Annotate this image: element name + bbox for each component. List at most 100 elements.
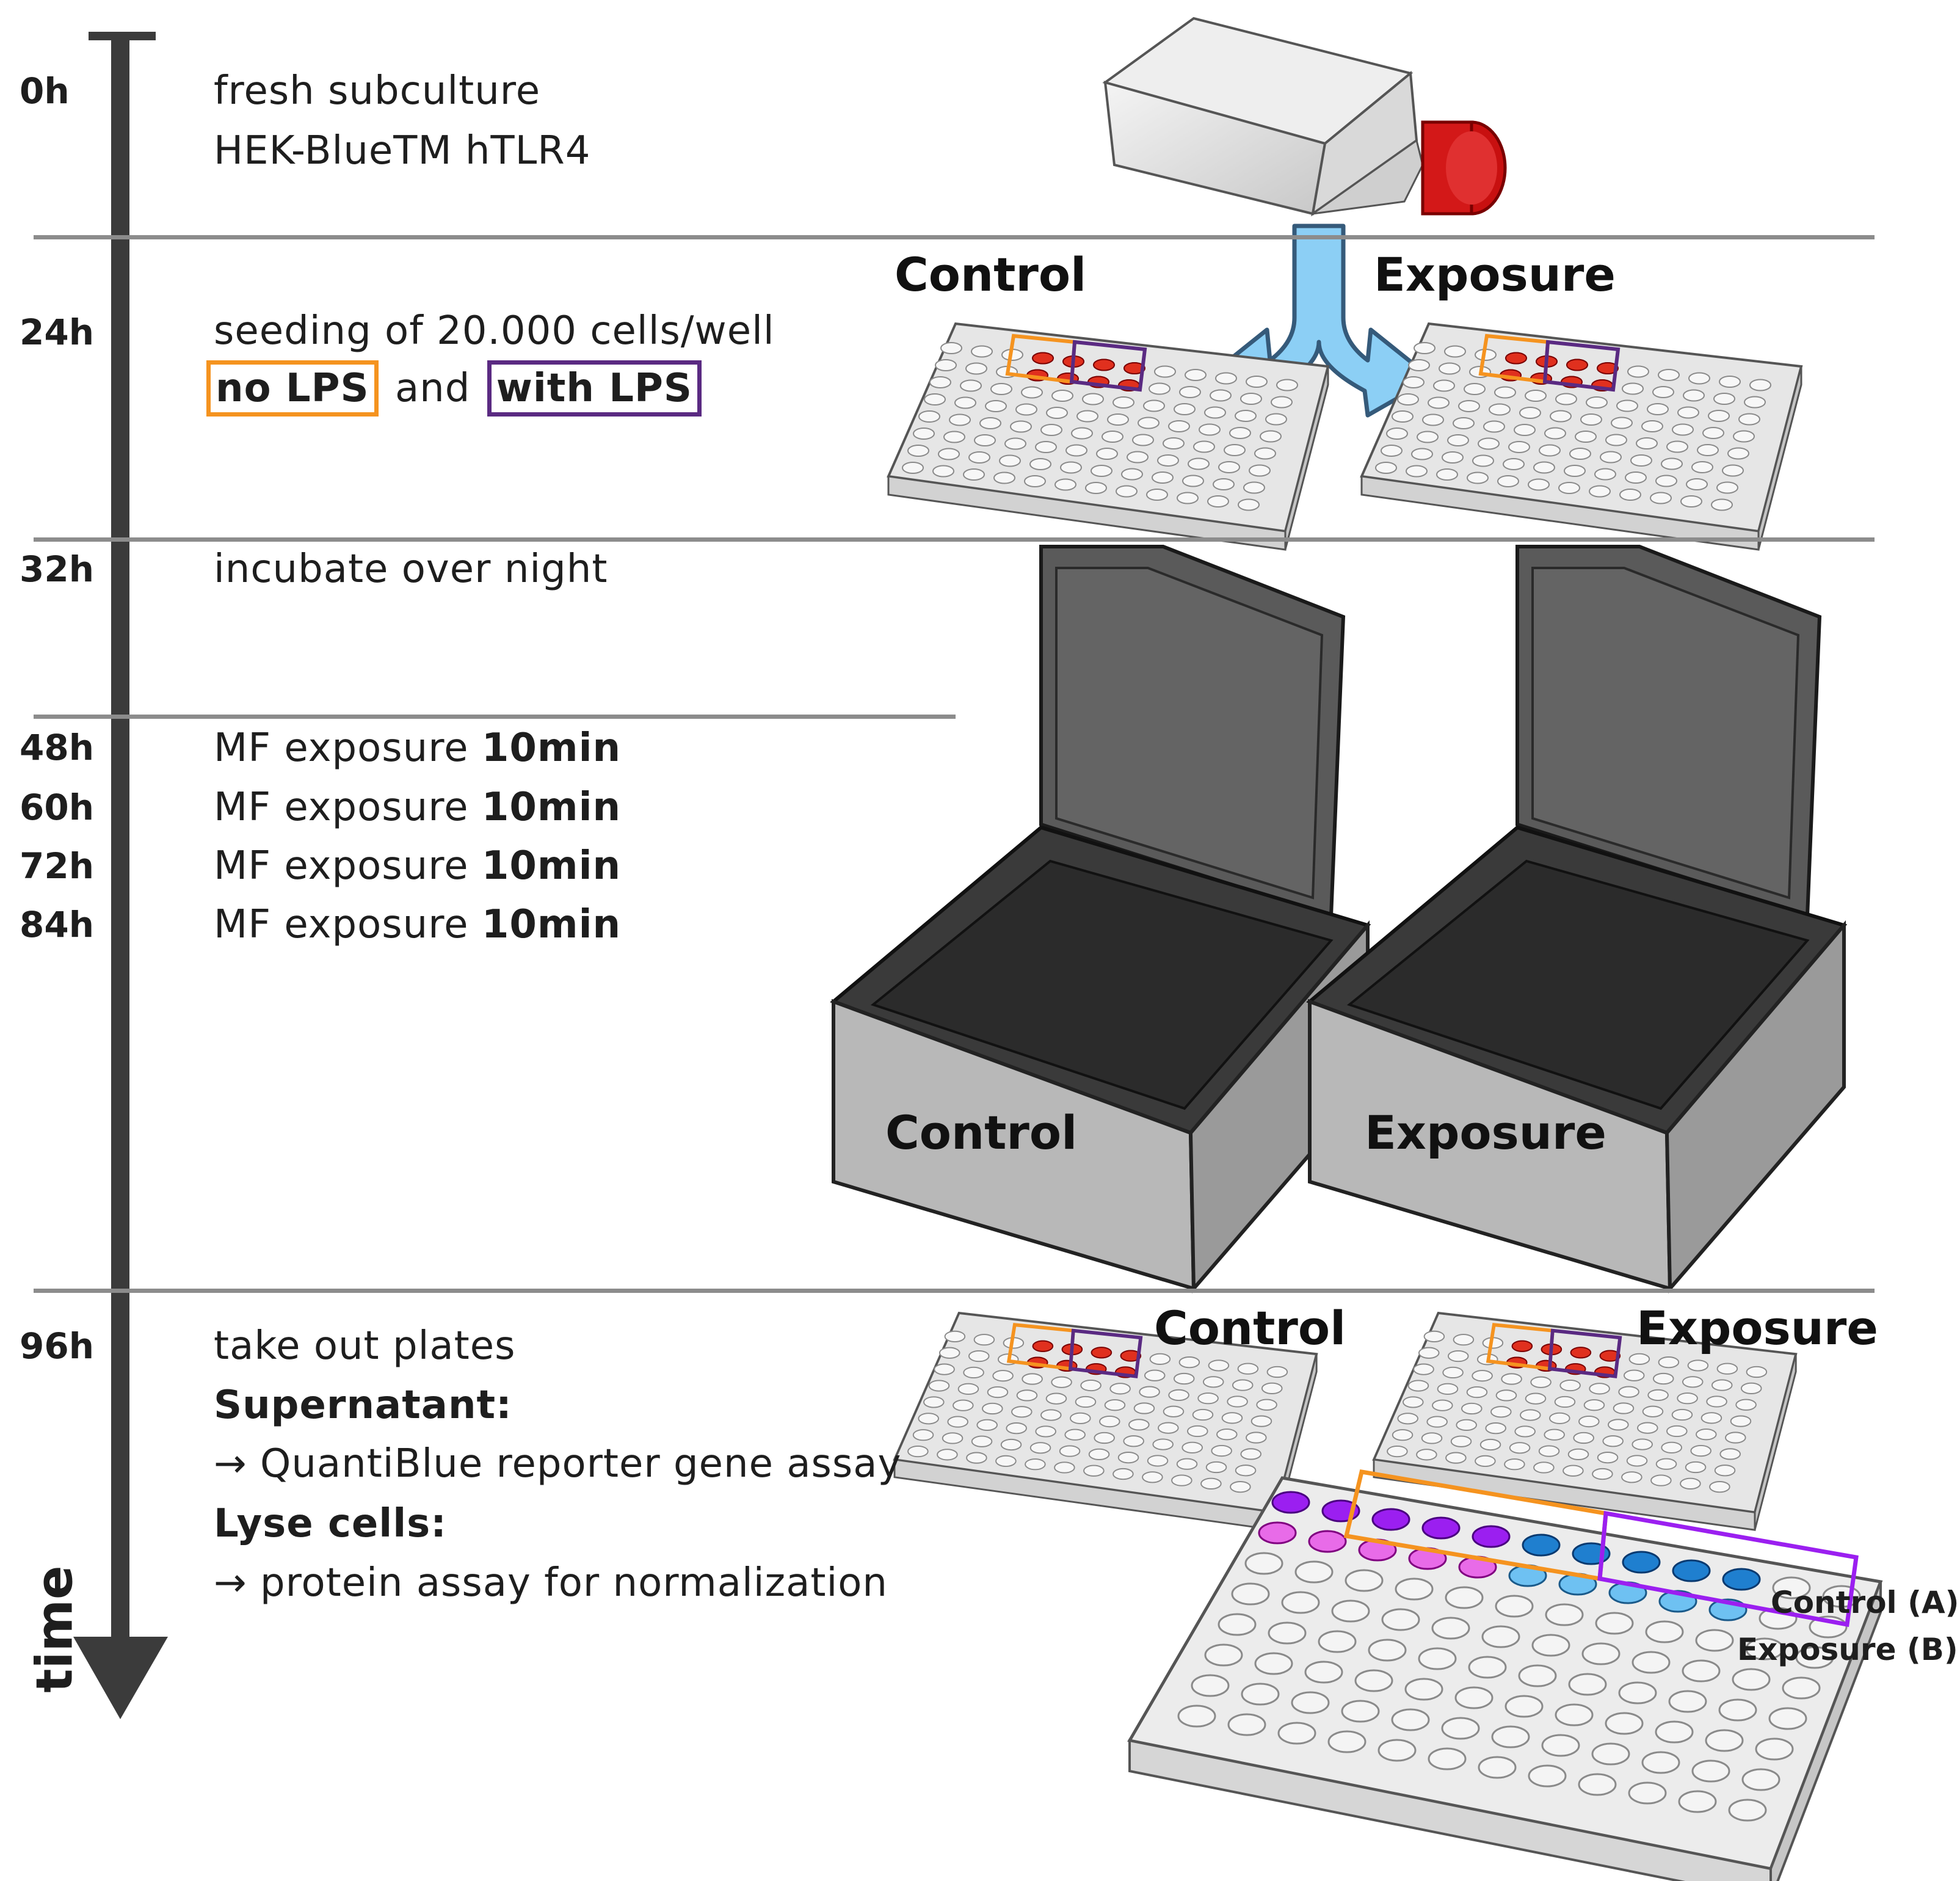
plate-well xyxy=(938,448,960,460)
plate-well xyxy=(1458,400,1480,412)
plate-well xyxy=(1229,427,1251,439)
plate-well xyxy=(1397,1413,1418,1425)
plate-well xyxy=(1727,447,1749,460)
plate-well xyxy=(1658,369,1680,381)
plate-well xyxy=(1240,1448,1261,1460)
step-24h-line2: no LPS and with LPS xyxy=(206,360,702,417)
plate-well xyxy=(928,1380,950,1392)
plate-well xyxy=(1533,1461,1555,1474)
plate-well xyxy=(1755,1737,1794,1761)
plate-well xyxy=(987,1386,1009,1399)
plate-well xyxy=(1158,1422,1179,1434)
plate-well xyxy=(1518,1664,1557,1687)
control-incubator-label: Control xyxy=(885,1105,1078,1160)
plate-well xyxy=(1327,1730,1367,1753)
plate-well xyxy=(1143,399,1165,412)
plate-well xyxy=(1177,492,1199,504)
plate-well xyxy=(1423,1330,1445,1343)
plate-well xyxy=(1436,468,1458,481)
plate-well xyxy=(1224,444,1246,456)
plate-well xyxy=(1705,1729,1744,1752)
plate-well xyxy=(1021,386,1043,399)
plate-well xyxy=(1718,1698,1757,1722)
time-axis-label: time xyxy=(26,1565,84,1693)
plate-well xyxy=(1428,1747,1467,1770)
plate-well xyxy=(932,465,954,478)
plate-well xyxy=(1501,1373,1522,1385)
plate-well xyxy=(1417,431,1439,443)
plate-well xyxy=(1132,434,1154,446)
plate-well xyxy=(1732,1668,1771,1691)
plate-well xyxy=(1181,1441,1203,1454)
plate-well xyxy=(1514,1425,1536,1438)
plate-well xyxy=(1567,1448,1589,1460)
plate-well xyxy=(1520,1409,1541,1421)
plate-well xyxy=(1641,1751,1680,1774)
plate-well xyxy=(1215,372,1237,385)
plate-well xyxy=(1445,1452,1467,1464)
plate-well xyxy=(1772,1576,1811,1599)
plate-well xyxy=(1528,1764,1567,1788)
plate-well xyxy=(1508,441,1530,453)
plate-well xyxy=(1744,396,1766,409)
plate-well xyxy=(1503,458,1525,470)
plate-well xyxy=(1406,465,1428,478)
plate-well xyxy=(1191,1674,1230,1697)
plate-well xyxy=(963,468,985,481)
plate-well xyxy=(1051,1376,1072,1388)
plate-well xyxy=(1719,376,1741,388)
plate-well xyxy=(1608,1419,1629,1431)
plate-well xyxy=(1216,1428,1238,1441)
plate-well xyxy=(1641,420,1663,432)
plate-well xyxy=(1602,1435,1624,1447)
plate-well xyxy=(1397,393,1419,406)
step-0h-line2: HEK-BlueTM hTLR4 xyxy=(214,128,591,173)
plate-well xyxy=(1381,1608,1420,1631)
plate-well xyxy=(1085,482,1107,494)
plate-well xyxy=(913,428,935,440)
plate-well xyxy=(1173,1372,1195,1385)
plate-well xyxy=(1573,1432,1594,1444)
plate-well xyxy=(1768,1707,1807,1730)
plate-well xyxy=(1128,1419,1150,1431)
plate-well xyxy=(982,1402,1003,1415)
plate-well xyxy=(1545,1603,1584,1626)
plate-well xyxy=(1152,471,1174,484)
plate-well xyxy=(1655,1458,1677,1470)
plate-well xyxy=(1152,1438,1174,1450)
plate-well xyxy=(965,362,987,375)
plate-well xyxy=(1555,1703,1594,1726)
plate-well xyxy=(1531,1634,1570,1657)
plate-well xyxy=(1071,427,1093,440)
plate-well xyxy=(1249,464,1271,477)
time-0h: 0h xyxy=(20,70,70,112)
mf-text: MF exposure xyxy=(214,726,469,771)
plate-well xyxy=(1054,478,1076,491)
protein-step: → protein assay for normalization xyxy=(214,1560,888,1606)
plate-well xyxy=(1666,1425,1688,1438)
exposure-incubator-label: Exposure xyxy=(1365,1105,1606,1160)
plate-well xyxy=(1265,413,1287,426)
red-well xyxy=(1511,1340,1533,1352)
plate-well xyxy=(960,379,982,392)
plate-well xyxy=(1594,468,1616,481)
plate-well xyxy=(1464,383,1486,395)
step-48h: MF exposure 10min xyxy=(214,726,621,771)
control-label-96h: Control xyxy=(1154,1301,1346,1355)
magenta-well xyxy=(1308,1530,1347,1553)
plate-well xyxy=(1404,1678,1443,1701)
plate-well xyxy=(1550,410,1572,423)
plate-well xyxy=(1192,1408,1214,1421)
no-lps-box: no LPS xyxy=(206,360,379,417)
plate-well xyxy=(1022,1373,1043,1385)
plate-well xyxy=(1232,1379,1254,1391)
plate-well xyxy=(1266,1366,1288,1378)
plate-well xyxy=(943,431,965,443)
plate-well xyxy=(1377,1739,1417,1762)
plate-well xyxy=(1453,1334,1475,1346)
plate-well xyxy=(990,383,1012,395)
plate-well xyxy=(1442,451,1464,464)
plate-well xyxy=(1691,1759,1730,1783)
plate-well xyxy=(1514,424,1536,436)
